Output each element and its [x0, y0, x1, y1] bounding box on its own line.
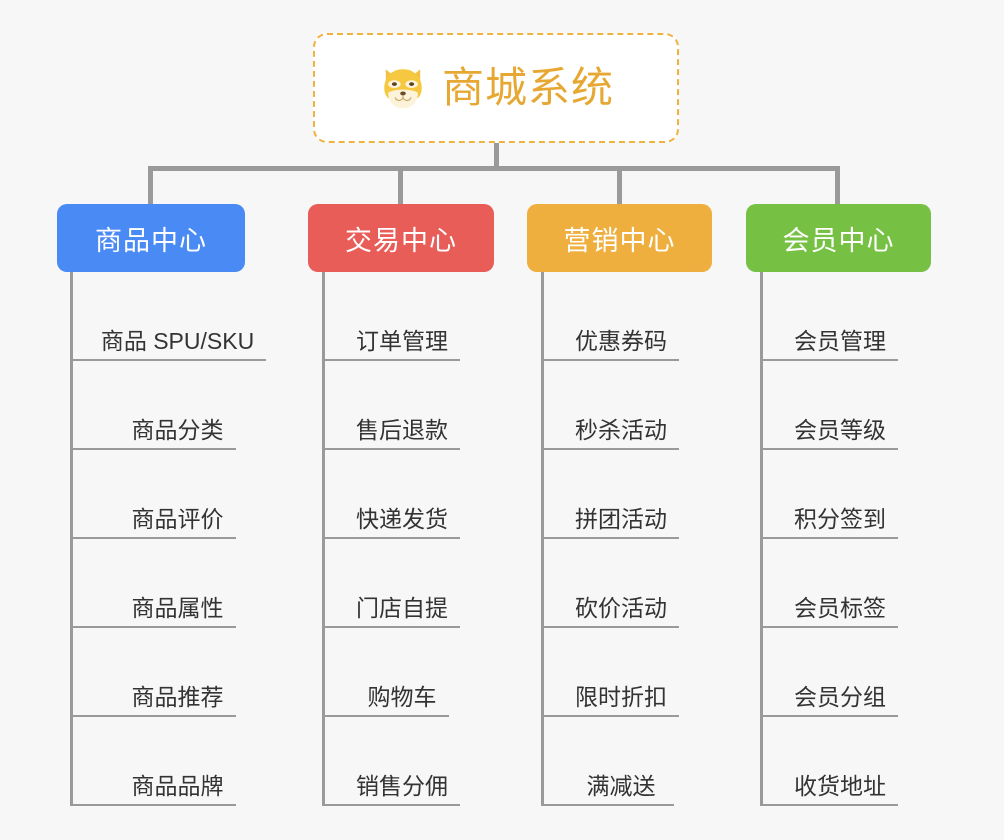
- branch-header-0[interactable]: 商品中心: [57, 204, 245, 272]
- leaf-label: 砍价活动: [575, 594, 667, 621]
- branch-children-3: 会员管理 会员等级 积分签到 会员标签 会员分组 收货地址: [760, 272, 920, 806]
- leaf-item[interactable]: 积分签到: [760, 450, 920, 539]
- leaf-rule: [541, 359, 679, 361]
- leaf-rule: [760, 715, 898, 717]
- leaf-label: 会员等级: [794, 416, 886, 443]
- connector-horizontal-bus: [148, 166, 840, 171]
- leaf-label: 会员标签: [794, 594, 886, 621]
- connector-drop-4: [835, 166, 840, 204]
- root-title: 商城系统: [441, 64, 614, 111]
- leaf-item[interactable]: 快递发货: [322, 450, 482, 539]
- branch-children-1: 订单管理 售后退款 快递发货 门店自提 购物车 销售分佣: [322, 272, 482, 806]
- leaf-label: 积分签到: [794, 505, 886, 532]
- connector-root-stem: [494, 143, 499, 171]
- leaf-item[interactable]: 商品评价: [70, 450, 285, 539]
- leaf-rule: [760, 537, 898, 539]
- branch-header-3[interactable]: 会员中心: [746, 204, 931, 272]
- leaf-rule: [322, 804, 460, 806]
- leaf-item[interactable]: 会员分组: [760, 628, 920, 717]
- leaf-item[interactable]: 商品属性: [70, 539, 285, 628]
- branch-children-2: 优惠券码 秒杀活动 拼团活动 砍价活动 限时折扣 满减送: [541, 272, 701, 806]
- leaf-item[interactable]: 秒杀活动: [541, 361, 701, 450]
- leaf-label: 商品分类: [131, 416, 224, 443]
- leaf-rule: [322, 715, 449, 717]
- leaf-spine-0: [70, 272, 73, 806]
- leaf-rule: [322, 537, 460, 539]
- branch-header-2[interactable]: 营销中心: [527, 204, 712, 272]
- leaf-rule: [70, 537, 236, 539]
- leaf-rule: [760, 359, 898, 361]
- leaf-label: 秒杀活动: [575, 416, 667, 443]
- leaf-rule: [541, 537, 679, 539]
- leaf-item[interactable]: 限时折扣: [541, 628, 701, 717]
- leaf-label: 会员管理: [794, 327, 886, 354]
- shiba-dog-icon: [384, 69, 422, 109]
- leaf-spine-1: [322, 272, 325, 806]
- leaf-label: 销售分佣: [356, 772, 448, 799]
- leaf-rule: [70, 448, 236, 450]
- branch-header-label-2: 营销中心: [563, 225, 676, 256]
- leaf-item[interactable]: 订单管理: [322, 272, 482, 361]
- branch-header-1[interactable]: 交易中心: [308, 204, 494, 272]
- leaf-rule: [70, 359, 266, 361]
- branch-children-0: 商品 SPU/SKU 商品分类 商品评价 商品属性 商品推荐 商品品牌: [70, 272, 285, 806]
- leaf-label: 门店自提: [356, 594, 448, 621]
- leaf-rule: [760, 448, 898, 450]
- connector-drop-3: [617, 166, 622, 204]
- leaf-label: 快递发货: [356, 505, 448, 532]
- leaf-spine-2: [541, 272, 544, 806]
- leaf-label: 会员分组: [794, 683, 886, 710]
- leaf-rule: [70, 715, 236, 717]
- leaf-item[interactable]: 拼团活动: [541, 450, 701, 539]
- leaf-label: 商品评价: [131, 505, 224, 532]
- leaf-rule: [70, 626, 236, 628]
- leaf-item[interactable]: 收货地址: [760, 717, 920, 806]
- leaf-rule: [541, 626, 679, 628]
- leaf-rule: [760, 626, 898, 628]
- leaf-item[interactable]: 商品品牌: [70, 717, 285, 806]
- leaf-label: 限时折扣: [575, 683, 667, 710]
- leaf-label: 满减送: [586, 772, 656, 799]
- leaf-label: 拼团活动: [575, 505, 667, 532]
- leaf-item[interactable]: 销售分佣: [322, 717, 482, 806]
- leaf-rule: [322, 626, 460, 628]
- root-node[interactable]: 商城系统: [313, 33, 679, 143]
- branch-header-label-1: 交易中心: [345, 225, 457, 256]
- leaf-item[interactable]: 商品 SPU/SKU: [70, 272, 285, 361]
- leaf-label: 优惠券码: [575, 327, 667, 354]
- leaf-item[interactable]: 砍价活动: [541, 539, 701, 628]
- leaf-item[interactable]: 售后退款: [322, 361, 482, 450]
- leaf-item[interactable]: 会员标签: [760, 539, 920, 628]
- leaf-label: 商品 SPU/SKU: [100, 327, 255, 354]
- leaf-label: 购物车: [367, 683, 437, 710]
- leaf-item[interactable]: 购物车: [322, 628, 482, 717]
- branch-header-label-0: 商品中心: [95, 225, 207, 256]
- leaf-label: 订单管理: [356, 327, 448, 354]
- leaf-item[interactable]: 优惠券码: [541, 272, 701, 361]
- leaf-rule: [322, 448, 460, 450]
- leaf-label: 商品推荐: [131, 683, 224, 710]
- leaf-spine-3: [760, 272, 763, 806]
- leaf-item[interactable]: 会员管理: [760, 272, 920, 361]
- leaf-rule: [322, 359, 460, 361]
- branch-header-label-3: 会员中心: [782, 225, 895, 256]
- leaf-label: 商品属性: [131, 594, 224, 621]
- leaf-item[interactable]: 商品分类: [70, 361, 285, 450]
- leaf-label: 商品品牌: [131, 772, 224, 799]
- leaf-item[interactable]: 会员等级: [760, 361, 920, 450]
- leaf-label: 售后退款: [356, 416, 448, 443]
- leaf-rule: [541, 448, 679, 450]
- leaf-label: 收货地址: [794, 772, 886, 799]
- leaf-rule: [760, 804, 898, 806]
- leaf-rule: [541, 804, 674, 806]
- connector-drop-2: [398, 166, 403, 204]
- leaf-item[interactable]: 满减送: [541, 717, 701, 806]
- connector-drop-1: [148, 166, 153, 204]
- leaf-item[interactable]: 商品推荐: [70, 628, 285, 717]
- leaf-item[interactable]: 门店自提: [322, 539, 482, 628]
- leaf-rule: [541, 715, 679, 717]
- leaf-rule: [70, 804, 236, 806]
